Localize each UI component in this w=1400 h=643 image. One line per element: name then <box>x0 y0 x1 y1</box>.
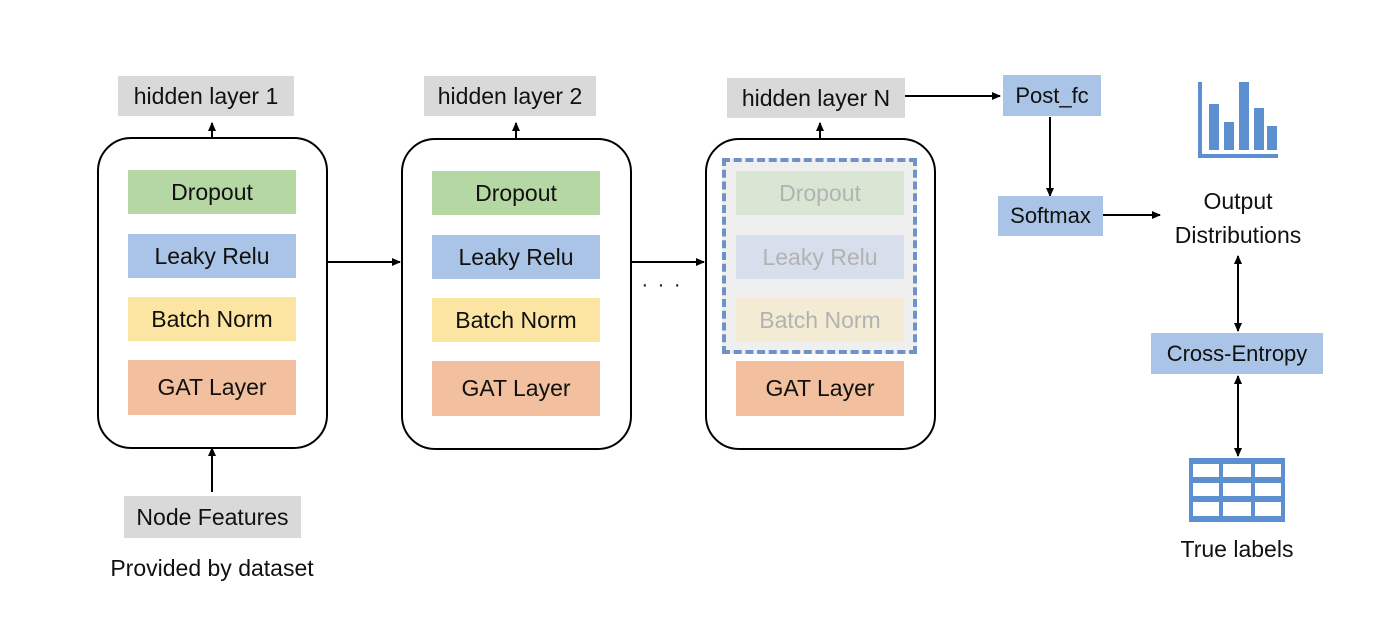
cross-entropy-box: Cross-Entropy <box>1151 333 1323 374</box>
ellipsis: · · · <box>641 273 683 296</box>
post-fc-box: Post_fc <box>1003 75 1101 116</box>
output-distributions-label: Output Distributions <box>1174 188 1302 248</box>
dropout-layer-n: Dropout <box>736 171 904 215</box>
bar-chart-icon <box>1198 82 1278 158</box>
hidden-layer-n-label: hidden layer N <box>727 78 905 118</box>
dropout-layer-2: Dropout <box>432 171 600 215</box>
true-labels-text: True labels <box>1180 535 1294 562</box>
gat-layer-n: GAT Layer <box>736 361 904 416</box>
node-features-label: Node Features <box>124 496 301 538</box>
provided-by-dataset-text: Provided by dataset <box>110 554 314 581</box>
hidden-layer-2-label: hidden layer 2 <box>424 76 596 116</box>
hidden-layer-1-label: hidden layer 1 <box>118 76 294 116</box>
gat-layer-1: GAT Layer <box>128 360 296 415</box>
dropout-layer-1: Dropout <box>128 170 296 214</box>
softmax-box: Softmax <box>998 196 1103 236</box>
batch-norm-layer-2: Batch Norm <box>432 298 600 342</box>
leaky-relu-layer-2: Leaky Relu <box>432 235 600 279</box>
leaky-relu-layer-1: Leaky Relu <box>128 234 296 278</box>
leaky-relu-layer-n: Leaky Relu <box>736 235 904 279</box>
table-grid-icon <box>1189 458 1285 522</box>
batch-norm-layer-1: Batch Norm <box>128 297 296 341</box>
dropped-region-dashed <box>722 158 917 354</box>
gat-layer-2: GAT Layer <box>432 361 600 416</box>
batch-norm-layer-n: Batch Norm <box>736 298 904 342</box>
